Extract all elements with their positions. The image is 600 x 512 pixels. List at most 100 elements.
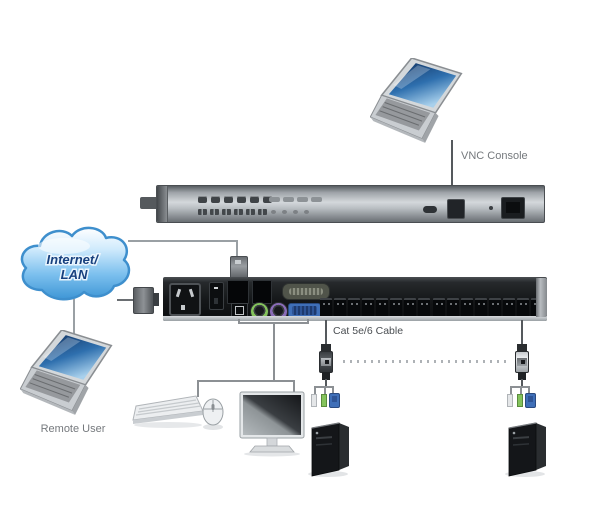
console-bracket-bottom [197,380,295,382]
dash [448,360,450,363]
fp-ledpair [210,209,219,215]
port-select-buttons [198,196,276,203]
front-vent-slots [269,197,325,202]
fp-slot [311,197,322,202]
dash [483,360,485,363]
dash [364,360,366,363]
dash [357,360,359,363]
power-plug [133,287,154,314]
rj45 [404,298,416,318]
modem-db25-port [282,283,330,300]
console-line-usb [238,319,240,324]
console-keyboard [132,395,204,428]
power-cord [117,299,134,301]
front-usb-port [447,199,465,219]
port-led-pairs [198,209,270,215]
fp-ledpair [246,209,255,215]
lan-port-1 [227,280,249,304]
lan-port-2 [252,280,272,304]
console-line-vga [307,319,309,324]
dongle-1-drop-right [332,386,334,394]
cloud-label: Internet/ LAN [47,252,102,282]
remote-user-laptop [20,330,113,416]
rj45 [433,298,445,318]
rj45 [418,298,430,318]
fp-slot [283,197,294,202]
dongle-1-drop-mid [324,386,326,395]
rj45 [348,298,360,318]
front-lan-port [501,197,525,219]
rj45 [320,298,332,318]
dash [476,360,478,363]
more-servers-dashes [343,360,506,363]
fp-btn [263,196,272,203]
fp-ledpair [222,209,231,215]
cat5-cable-1 [325,320,327,346]
dash [497,360,499,363]
rack-ear-tab [140,197,158,209]
console-mouse [202,398,224,430]
server-tower-1 [308,422,349,477]
fp-dot [304,210,309,214]
cloud-to-kvm-drop [236,240,238,257]
front-indicator-dots [271,210,315,214]
rj45 [461,298,473,318]
dongle-1-ps2-connector [321,394,327,407]
front-panel-left-cap [157,186,168,222]
console-usb-port [231,303,248,319]
fp-dot [271,210,276,214]
cat5-cable-2 [521,320,523,346]
keyboard-drop-line [197,380,199,397]
dongle-2-drop-left [510,386,512,395]
dash [350,360,352,363]
dash [455,360,457,363]
dongle-2-ps2-connector [517,394,523,407]
dongle-2-split-line [521,379,523,388]
dash [371,360,373,363]
reset-pinhole-icon [489,206,493,210]
fp-dot [282,210,287,214]
dash [462,360,464,363]
dongle-1-drop-left [314,386,316,395]
fp-btn [224,196,233,203]
cat5-port-group-1 [320,298,430,318]
power-plug-tip [153,293,159,306]
vnc-console-laptop [370,58,463,144]
dash [490,360,492,363]
kvm-switch-rear-panel [163,277,547,321]
dash [413,360,415,363]
dash [392,360,394,363]
rj45 [362,298,374,318]
fp-dot [293,210,298,214]
rj45 [390,298,402,318]
dongle-2-usb-connector [507,394,513,407]
fp-ledpair [198,209,207,215]
fp-btn [198,196,207,203]
dongle-2-drop-mid [520,386,522,395]
dash [420,360,422,363]
vnc-console-cable [451,140,453,186]
rj45 [447,298,459,318]
dash [427,360,429,363]
dongle-1-vga-connector [329,393,340,408]
dongle-2-drop-right [528,386,530,394]
cloud-to-remote-user-line [73,299,75,337]
rj45 [376,298,388,318]
rj45 [517,298,529,318]
firmware-port-icon [423,206,437,213]
dongle-2-vga-connector [525,393,536,408]
rj45 [334,298,346,318]
fp-slot [269,197,280,202]
power-inlet-socket [169,283,201,316]
fp-btn [211,196,220,203]
dash [406,360,408,363]
rj45 [503,298,515,318]
fp-slot [297,197,308,202]
fp-ledpair [234,209,243,215]
rear-panel-right-cap [536,278,547,317]
dash [385,360,387,363]
console-monitor [239,391,305,457]
remote-user-label: Remote User [40,423,106,435]
rj45 [475,298,487,318]
